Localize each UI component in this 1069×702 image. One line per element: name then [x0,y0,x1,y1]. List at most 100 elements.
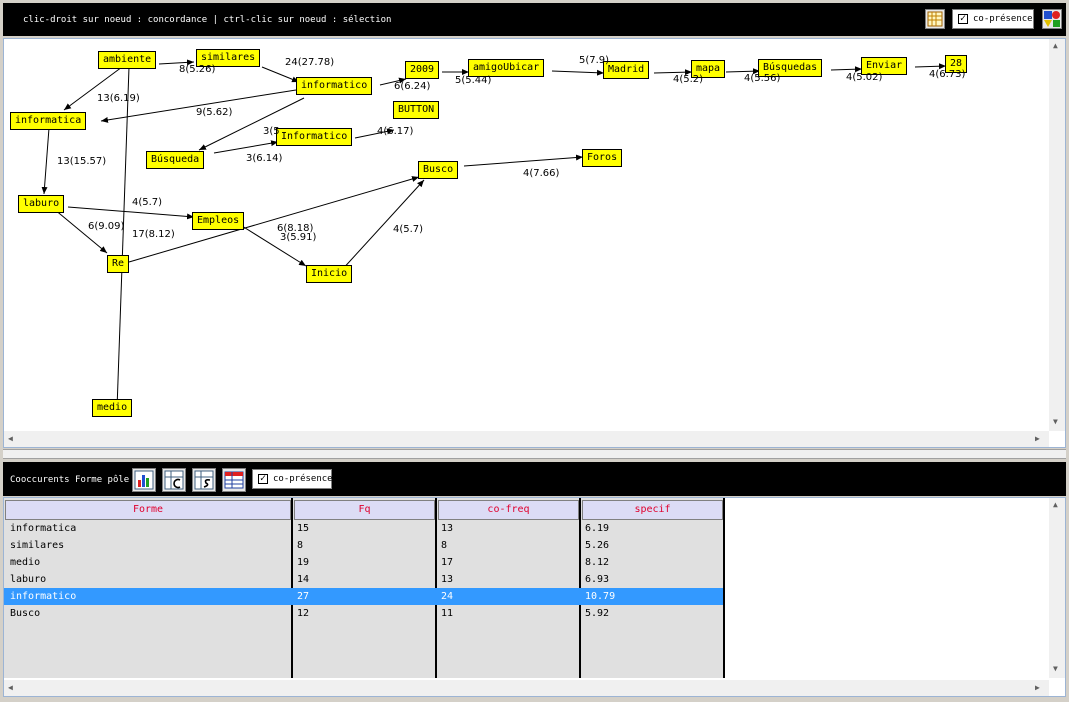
graph-edge [830,66,863,73]
selected-row-highlight [4,588,723,605]
edge-label: 3(6.14) [246,153,283,164]
cooccurrents-table[interactable]: Forme Fq co-freq specif informatica 15 1… [3,497,1066,697]
node-foros[interactable]: Foros [582,149,623,167]
cell-forme: medio [10,557,41,568]
table-title: Cooccurents Forme pôle [10,475,130,485]
graph-toolbar: clic-droit sur noeud : concordance | ctr… [3,3,1066,36]
graph-edge [100,89,297,123]
node-button[interactable]: BUTTON [393,101,440,119]
chart-view-button[interactable] [132,468,156,492]
graph-hint-text: clic-droit sur noeud : concordance | ctr… [23,15,392,25]
node-informatico[interactable]: informatico [296,77,373,95]
table-view-button[interactable] [222,468,246,492]
node-empleos[interactable]: Empleos [192,212,245,230]
node-mapa[interactable]: mapa [691,60,726,78]
node-28[interactable]: 28 [945,55,968,73]
cell-forme: Busco [10,608,41,619]
scroll-right-icon[interactable]: ▶ [1035,683,1040,692]
edge-label: 4(5.7) [132,197,163,208]
graph-edge [41,127,50,195]
table-vertical-scrollbar[interactable]: ▲ ▼ [1049,498,1065,678]
specificity-button[interactable] [192,468,216,492]
cooccurrence-graph[interactable]: ambiente similares informatico 2009 amig… [3,38,1066,448]
node-busco[interactable]: Busco [418,161,459,179]
edge-label: 4(7.66) [523,168,560,179]
graph-edge [379,77,407,86]
node-similares[interactable]: similares [196,49,261,67]
node-amigoubicar[interactable]: amigoUbicar [468,59,545,77]
node-medio[interactable]: medio [92,399,133,417]
node-informatica[interactable]: informatica [10,112,87,130]
edge-label: 13(15.57) [57,156,107,167]
cell-fq: 15 [297,523,310,534]
grid-view-button[interactable] [925,9,945,29]
edge-label: 4(6.17) [377,126,414,137]
edge-label: 17(8.12) [132,229,175,240]
graph-edge [63,66,123,111]
graph-horizontal-scrollbar[interactable]: ◀ ▶ [4,431,1049,447]
table-copresence-checkbox[interactable]: ✓ [258,473,268,484]
cell-fq: 27 [297,591,310,602]
graph-vertical-scrollbar[interactable]: ▲ ▼ [1049,39,1065,431]
shapes-icon [1044,11,1060,27]
graph-edge [354,128,395,139]
edge-label: 4(5.2) [673,74,704,85]
export-graph-button[interactable] [1042,9,1062,29]
cell-specif: 5.26 [585,540,610,551]
concordance-button[interactable] [162,468,186,492]
node-busqueda[interactable]: Búsqueda [146,151,205,169]
cell-fq: 19 [297,557,310,568]
graph-edge [67,206,195,220]
header-cofreq[interactable]: co-freq [438,500,579,520]
table-horizontal-scrollbar[interactable]: ◀ ▶ [4,680,1049,696]
graph-edge [53,208,108,254]
graph-edge [914,63,947,70]
edge-label: 9(5.62) [196,107,233,118]
node-enviar[interactable]: Enviar [861,57,908,75]
scroll-up-icon[interactable]: ▲ [1053,41,1058,50]
scroll-down-icon[interactable]: ▼ [1053,417,1058,426]
node-ambiente[interactable]: ambiente [98,51,157,69]
edge-label: 8(5.26) [179,64,216,75]
edge-label: 4(6.73) [929,69,966,80]
scroll-left-icon[interactable]: ◀ [8,683,13,692]
table-copresence-toggle[interactable]: ✓ co-présence [252,469,333,489]
edge-label: 3(5.91) [280,232,317,243]
cell-fq: 8 [297,540,304,551]
graph-edge [213,140,279,154]
edge-label: 5(7.9) [579,55,610,66]
node-2009[interactable]: 2009 [405,61,440,79]
cell-specif: 6.19 [585,523,610,534]
graph-copresence-checkbox[interactable]: ✓ [958,13,968,24]
node-laburo[interactable]: laburo [18,195,65,213]
cell-forme: informatica [10,523,77,534]
header-fq[interactable]: Fq [294,500,435,520]
edge-label: 4(5.7) [393,224,424,235]
graph-edge [128,176,420,263]
scroll-down-icon[interactable]: ▼ [1053,664,1058,673]
header-specif[interactable]: specif [582,500,723,520]
table-icon [224,471,244,489]
edge-label: 5(5.44) [455,75,492,86]
scroll-up-icon[interactable]: ▲ [1053,500,1058,509]
bar-chart-icon [134,470,154,490]
panel-splitter[interactable] [3,449,1066,459]
cell-fq: 12 [297,608,310,619]
cell-forme: informatico [10,591,77,602]
node-informatico-cap[interactable]: Informatico [276,128,353,146]
scroll-left-icon[interactable]: ◀ [8,434,13,443]
table-toolbar: Cooccurents Forme pôle ✓ co [3,462,1066,496]
cell-fq: 14 [297,574,310,585]
edge-label: 24(27.78) [285,57,335,68]
graph-copresence-toggle[interactable]: ✓ co-présence [952,9,1034,29]
header-forme[interactable]: Forme [5,500,291,520]
node-busquedas[interactable]: Búsquedas [758,59,823,77]
edge-label: 4(5.02) [846,72,883,83]
node-madrid[interactable]: Madrid [603,61,650,79]
cell-specif: 10.79 [585,591,616,602]
node-inicio[interactable]: Inicio [306,265,353,283]
node-re[interactable]: Re [107,255,130,273]
cell-forme: laburo [10,574,47,585]
cell-cofreq: 17 [441,557,454,568]
scroll-right-icon[interactable]: ▶ [1035,434,1040,443]
